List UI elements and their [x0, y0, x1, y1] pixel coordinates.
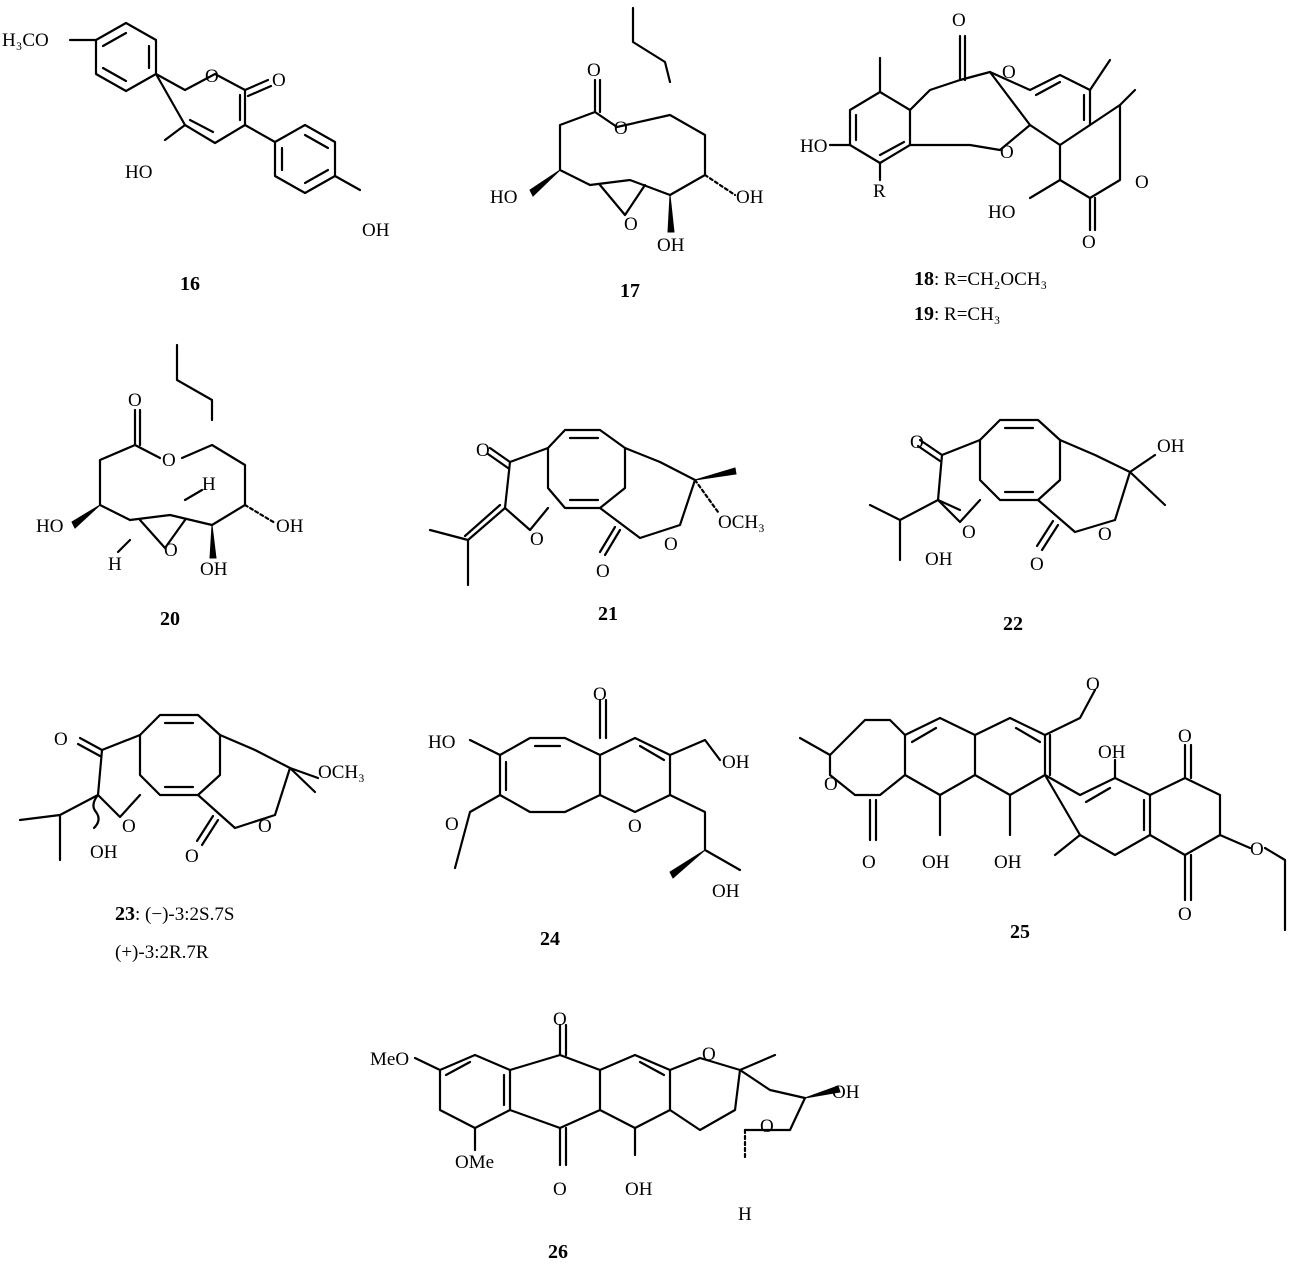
c25-quinone-o2-label: O — [1178, 904, 1192, 925]
c26-top-o-label: O — [553, 1009, 567, 1030]
compound-18-19: O O O HO R HO O O 18: R=CH₂OCH₃ 19: R=CH… — [800, 10, 1149, 325]
c20-ho-label: HO — [36, 516, 63, 537]
c21-och3-label: OCH₃ — [718, 512, 765, 533]
c18-ho-left-label: HO — [800, 136, 827, 157]
c24-top-o-label: O — [593, 684, 607, 705]
compound-21: O O O O OCH₃ 21 — [428, 428, 765, 625]
c23-lactone-o-label: O — [258, 816, 272, 837]
c26-h-label: H — [738, 1204, 752, 1225]
c17-carbonyl-o-label: O — [587, 60, 601, 81]
c24-methoxy-o-label: O — [445, 814, 459, 835]
c25-oh1-label: OH — [922, 852, 950, 873]
c22-lactone-o-label: O — [1098, 524, 1112, 545]
c16-ring-o-label: O — [205, 66, 219, 87]
c17-number: 17 — [620, 280, 640, 302]
c26-oh-bottom-label: OH — [625, 1179, 653, 1200]
c18-bottom-o-label: O — [1082, 232, 1096, 253]
c20-carbonyl-o-label: O — [128, 390, 142, 411]
c26-ome-label: OMe — [455, 1152, 494, 1173]
c22-number: 22 — [1003, 613, 1023, 635]
c21-furan-o-label: O — [530, 529, 544, 550]
c17-epoxide-o-label: O — [624, 214, 638, 235]
c18-ether-o-label: O — [1000, 142, 1014, 163]
c24-ring-o-label: O — [628, 816, 642, 837]
c23-och3-label: OCH₃ — [318, 762, 365, 783]
compound-20: O O H HO H O OH OH 20 — [36, 343, 304, 630]
c20-ring-o-label: O — [162, 450, 176, 471]
c21-number: 21 — [598, 603, 618, 625]
c26-oh-right-label: OH — [832, 1082, 860, 1103]
compound-17: O O HO O OH OH 17 — [490, 6, 764, 302]
c26-number: 26 — [548, 1241, 568, 1263]
c23-ketone-o-label: O — [54, 729, 68, 750]
c18-caption: 18: R=CH₂OCH₃ — [914, 268, 1047, 290]
c19-number: 19 — [914, 303, 934, 325]
c23-number: 23 — [115, 903, 135, 925]
c22-carbonyl-o-label: O — [1030, 554, 1044, 575]
c16-ho-label: HO — [125, 162, 152, 183]
c18-lactone-o-label: O — [1135, 172, 1149, 193]
c25-carbonyl-o-label: O — [862, 852, 876, 873]
c20-oh-right-label: OH — [276, 516, 304, 537]
c25-quinone-o1-label: O — [1178, 726, 1192, 747]
c24-ho-label: HO — [428, 732, 455, 753]
compound-25: O O OH OH OH O O O O 25 — [798, 674, 1287, 943]
c17-ring-o-label: O — [614, 118, 628, 139]
c20-number: 20 — [160, 608, 180, 630]
c25-methoxy2-o-label: O — [1250, 839, 1264, 860]
c24-number: 24 — [540, 928, 560, 950]
c18-caption-text: : R=CH₂OCH₃ — [934, 269, 1047, 290]
c19-caption-text: : R=CH₃ — [934, 304, 1000, 325]
c23-oh-label: OH — [90, 842, 118, 863]
c25-oh3-label: OH — [1098, 742, 1126, 763]
c26-ring-o-label: O — [702, 1044, 716, 1065]
c23-caption-2: (+)-3:2R.7R — [115, 942, 209, 963]
c18-ester-o-label: O — [1002, 62, 1016, 83]
c18-r-label: R — [873, 181, 886, 202]
c25-number: 25 — [1010, 921, 1030, 943]
c20-h-top-label: H — [202, 474, 216, 495]
compound-23: O O OH O O OCH₃ 23: (−)-3:2S.7S (+)-3:2R… — [18, 713, 365, 963]
compound-24: O HO O O OH OH 24 — [428, 684, 750, 950]
c20-h-bottom-label: H — [108, 554, 122, 575]
c21-carbonyl-o-label: O — [596, 561, 610, 582]
c18-number: 18 — [914, 268, 934, 290]
c18-ho-bottom-label: HO — [988, 202, 1015, 223]
compound-16: H₃CO O O HO OH 16 — [2, 21, 390, 295]
c16-oh-label: OH — [362, 220, 390, 241]
compound-22: O O OH O O OH 22 — [868, 418, 1185, 635]
c25-ring-o-label: O — [824, 774, 838, 795]
c23-furan-o-label: O — [122, 816, 136, 837]
c20-oh-bottom-label: OH — [200, 559, 228, 580]
c19-caption: 19: R=CH₃ — [914, 303, 1000, 325]
c16-carbonyl-o-label: O — [272, 70, 286, 91]
c24-oh-bottom-label: OH — [712, 881, 740, 902]
c17-oh-bottom-label: OH — [657, 235, 685, 256]
c23-caption-1-text: : (−)-3:2S.7S — [135, 904, 234, 925]
c20-epoxide-o-label: O — [164, 540, 178, 561]
c22-oh-label: OH — [1157, 436, 1185, 457]
c22-oh-furan-label: OH — [925, 549, 953, 570]
c17-ho-label: HO — [490, 187, 517, 208]
c18-top-o-label: O — [952, 10, 966, 31]
c16-number: 16 — [180, 273, 200, 295]
c25-methoxy-o-label: O — [1086, 674, 1100, 695]
compound-26: O MeO OMe O OH O O OH H 26 — [370, 1009, 860, 1263]
c26-bridge-o-label: O — [760, 1116, 774, 1137]
c17-oh-right-label: OH — [736, 187, 764, 208]
c16-h3co-label: H₃CO — [2, 30, 49, 51]
c25-oh2-label: OH — [994, 852, 1022, 873]
c21-lactone-o-label: O — [664, 534, 678, 555]
c26-bottom-o-label: O — [553, 1179, 567, 1200]
c23-caption-1: 23: (−)-3:2S.7S — [115, 903, 234, 925]
c23-carbonyl-o-label: O — [185, 846, 199, 867]
c21-ketone-o-label: O — [476, 440, 490, 461]
c22-furan-o-label: O — [962, 522, 976, 543]
c26-meo-label: MeO — [370, 1049, 409, 1070]
c22-ketone-o-label: O — [910, 432, 924, 453]
c24-oh-right-label: OH — [722, 752, 750, 773]
